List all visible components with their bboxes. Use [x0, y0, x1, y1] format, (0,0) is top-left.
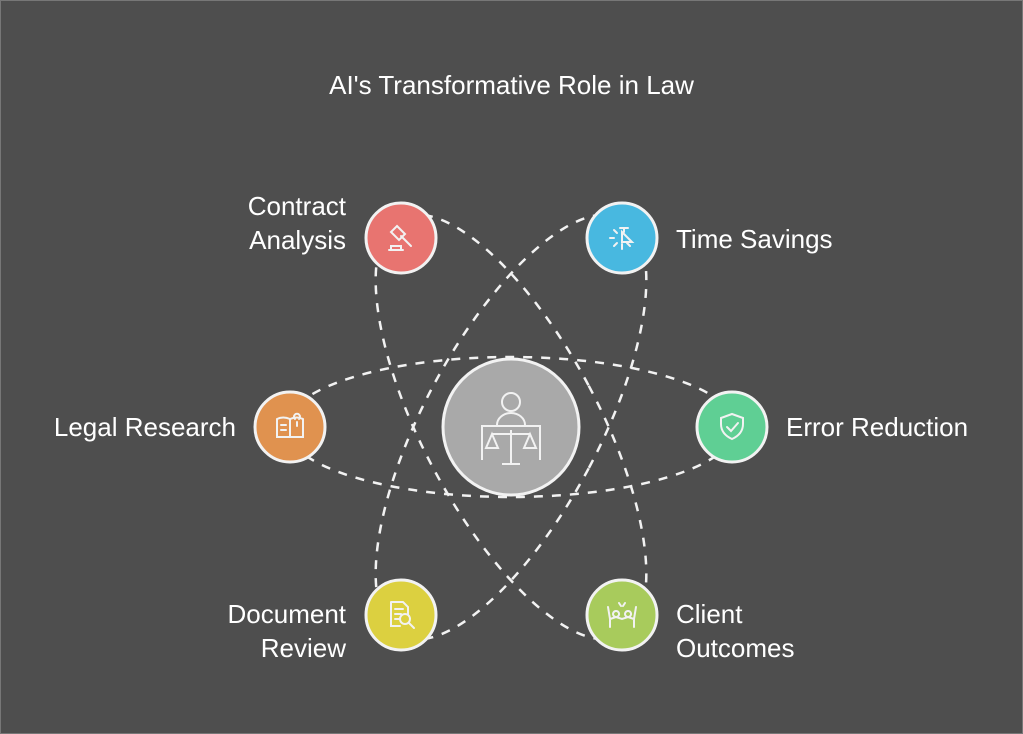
node-time [585, 201, 659, 275]
label-error-reduction: Error Reduction [786, 412, 969, 442]
label-line: Document [227, 599, 347, 629]
node-client [585, 578, 659, 652]
book-idea-icon [276, 412, 304, 438]
node-research [253, 390, 327, 464]
label-line: Outcomes [676, 633, 795, 663]
label-time-savings: Time Savings [676, 224, 833, 254]
center-node [441, 357, 581, 497]
gavel-icon [388, 224, 412, 251]
node-contract [364, 201, 438, 275]
people-celebrate-icon [607, 602, 637, 628]
timer-icon [609, 227, 635, 250]
shield-check-icon [720, 412, 744, 441]
orbit-diagonal-1 [374, 213, 648, 641]
label-line: Review [260, 633, 346, 663]
diagram-title: AI's Transformative Role in Law [329, 70, 694, 100]
document-search-icon [390, 601, 415, 629]
label-line: Contract [247, 191, 346, 221]
node-circle [585, 578, 659, 652]
node-error [695, 390, 769, 464]
label-line: Analysis [249, 225, 346, 255]
label-line: Client [676, 599, 743, 629]
label-legal-research: Legal Research [53, 412, 236, 442]
node-document [364, 578, 438, 652]
orbit-diagonal-2 [374, 213, 648, 641]
judge-scales-icon [481, 392, 541, 465]
node-circle [695, 390, 769, 464]
